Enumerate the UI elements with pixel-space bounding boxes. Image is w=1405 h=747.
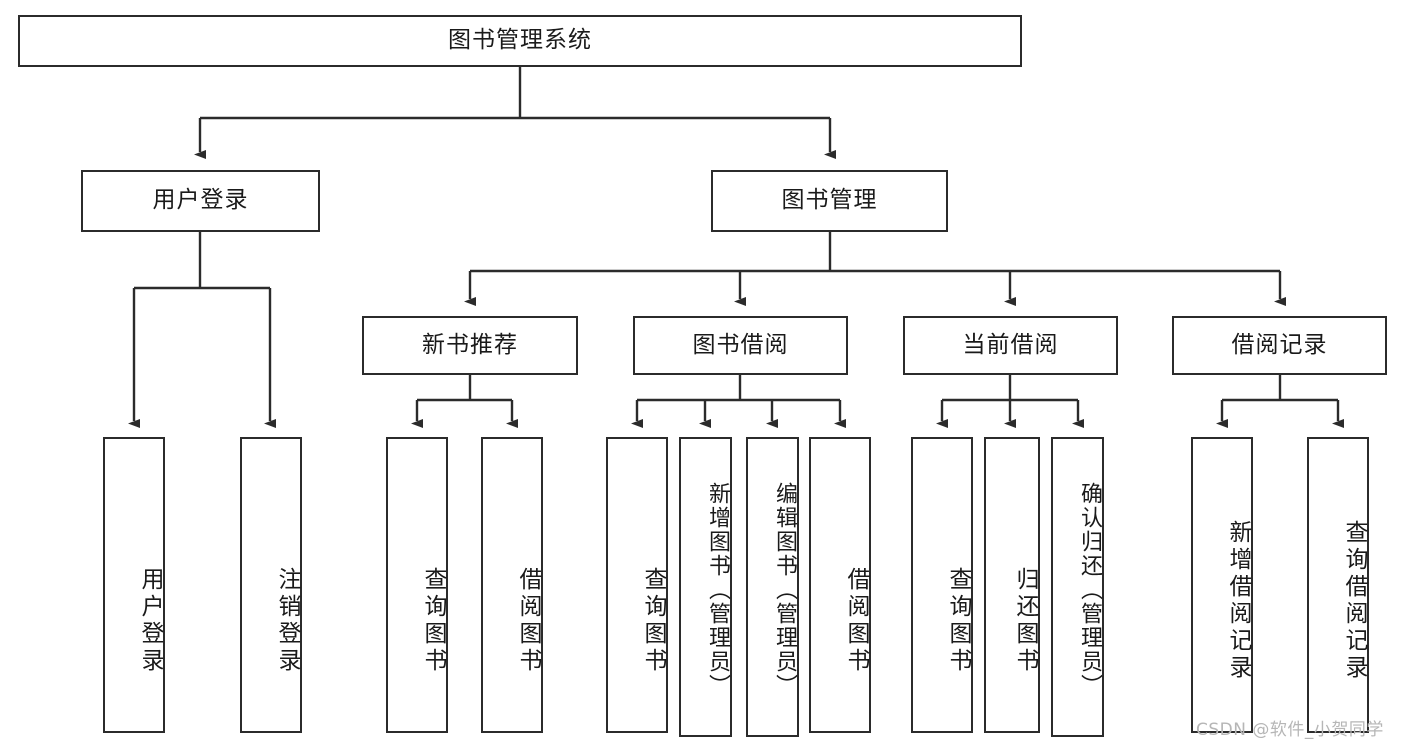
node-leaf-user-login[interactable]: 用户登录: [103, 437, 165, 733]
node-label: 借阅记录: [1231, 331, 1328, 358]
node-leaf-query-book-borrow[interactable]: 查询图书: [606, 437, 668, 733]
node-leaf-query-book-current[interactable]: 查询图书: [911, 437, 973, 733]
node-user-login[interactable]: 用户登录: [81, 170, 320, 232]
node-label: 归还图书: [1012, 567, 1038, 675]
node-label: 查询图书: [640, 567, 666, 675]
node-book-manage[interactable]: 图书管理: [711, 170, 948, 232]
node-label: 用户登录: [137, 567, 163, 675]
node-label: 图书借阅: [692, 331, 789, 358]
node-label: 当前借阅: [962, 331, 1059, 358]
node-new-book-recommend[interactable]: 新书推荐: [362, 316, 578, 375]
node-borrow-record[interactable]: 借阅记录: [1172, 316, 1387, 375]
node-label: 查询借阅记录: [1341, 520, 1367, 682]
node-leaf-query-book-recommend[interactable]: 查询图书: [386, 437, 448, 733]
node-label: 注销登录: [274, 567, 300, 675]
node-leaf-query-borrow-record[interactable]: 查询借阅记录: [1307, 437, 1369, 733]
node-label: 图书管理系统: [448, 27, 592, 54]
node-label: 新书推荐: [422, 331, 518, 358]
node-leaf-edit-book-admin[interactable]: 编辑图书（管理员）: [746, 437, 799, 737]
node-leaf-borrow-book-borrow[interactable]: 借阅图书: [809, 437, 871, 733]
node-root-book-management-system[interactable]: 图书管理系统: [18, 15, 1022, 67]
node-label: 用户登录: [152, 187, 249, 214]
node-leaf-borrow-book-recommend[interactable]: 借阅图书: [481, 437, 543, 733]
csdn-watermark: CSDN @软件_小贺同学: [1196, 720, 1384, 740]
node-leaf-return-book[interactable]: 归还图书: [984, 437, 1040, 733]
node-leaf-add-book-admin[interactable]: 新增图书（管理员）: [679, 437, 732, 737]
node-label: 查询图书: [420, 567, 446, 675]
node-leaf-add-borrow-record[interactable]: 新增借阅记录: [1191, 437, 1253, 733]
node-label: 编辑图书（管理员）: [772, 482, 797, 698]
node-leaf-confirm-return-admin[interactable]: 确认归还（管理员）: [1051, 437, 1104, 737]
node-label: 查询图书: [945, 567, 971, 675]
node-label: 新增借阅记录: [1225, 520, 1251, 682]
node-label: 借阅图书: [515, 567, 541, 675]
node-label: 确认归还（管理员）: [1077, 482, 1102, 698]
node-current-borrow[interactable]: 当前借阅: [903, 316, 1118, 375]
node-label: 图书管理: [781, 187, 878, 214]
node-label: 新增图书（管理员）: [705, 482, 730, 698]
node-book-borrow[interactable]: 图书借阅: [633, 316, 848, 375]
node-leaf-logout-login[interactable]: 注销登录: [240, 437, 302, 733]
node-label: 借阅图书: [843, 567, 869, 675]
